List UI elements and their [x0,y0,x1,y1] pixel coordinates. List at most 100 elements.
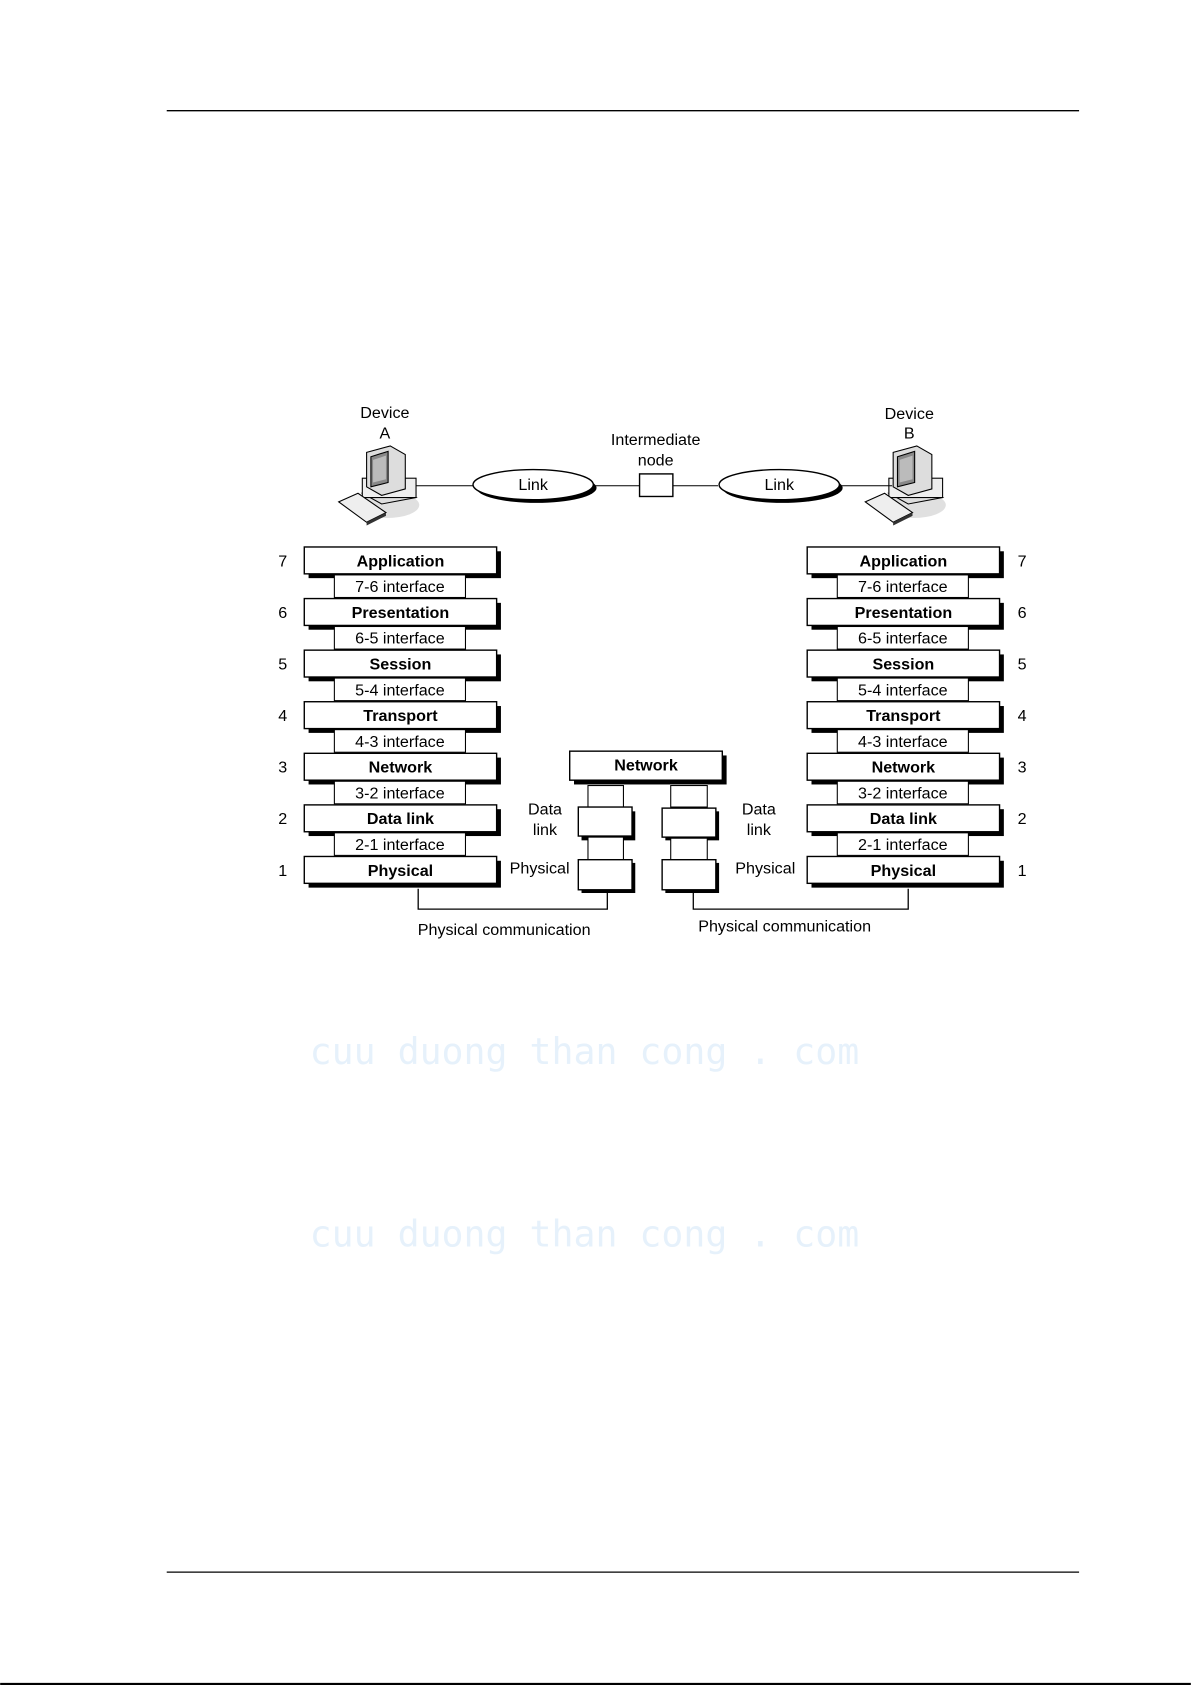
layer-number: 2 [1018,810,1027,828]
layer-number: 1 [1018,862,1027,880]
node-datalink-label: Data [528,801,562,819]
node-datalink-box [577,806,633,837]
layer-number: 7 [278,552,287,570]
layer-label: Transport [866,707,941,725]
physical-communication-label: Physical communication [698,918,871,936]
interface-box [333,574,467,599]
layer-label: Presentation [352,604,450,622]
layer-number: 4 [1018,707,1027,725]
node-datalink-box [661,807,717,838]
layer-box-data-link [806,804,1001,833]
layer-number: 6 [278,604,287,622]
interface-label: 6-5 interface [858,630,948,648]
layer-label: Data link [367,810,434,828]
layer-number: 5 [1018,655,1027,673]
interface-label: 7-6 interface [858,578,948,596]
node-physical-box [577,858,633,891]
layer-label: Session [872,655,934,673]
layer-number: 7 [1018,552,1027,570]
node-network-label: Network [614,757,678,775]
interface-label: 5-4 interface [858,681,948,699]
layer-label: Session [370,655,432,673]
layer-label: Data link [870,810,937,828]
interface-label: 4-3 interface [858,733,948,751]
layer-label: Physical [368,862,433,880]
layer-label: Application [860,552,948,570]
top-network: Device A Device B Intermediate node Link… [337,404,946,526]
intermediate-node-label: node [638,451,674,469]
interface-box [836,574,969,599]
computer-icon [337,445,420,526]
link-ellipse [472,468,595,501]
layer-box-transport [806,701,1001,730]
device-a-label: A [379,424,390,442]
layer-box-physical [806,855,1001,885]
node-physical-label: Physical [735,860,795,878]
layer-label: Presentation [855,604,953,622]
node-network-box [569,750,724,781]
physical-link-right [692,888,909,910]
layer-label: Network [369,759,433,777]
interface-label: 6-5 interface [355,630,445,648]
layer-box-network [806,752,1001,781]
node-physical-label: Physical [510,860,570,878]
node-datalink-label: Data [742,801,776,819]
layer-box-application [303,546,498,575]
interface-box [333,832,467,856]
device-a-label: Device [360,404,409,422]
device-b-label: B [904,424,915,442]
node-datalink-label: link [747,821,772,839]
interface-label: 2-1 interface [858,836,948,854]
layer-box-physical [303,855,498,885]
interface-box [836,677,969,702]
layer-box-network [303,752,498,781]
computer-icon [864,445,946,526]
interface-box [836,729,969,753]
layer-number: 3 [1018,759,1027,777]
layer-box-presentation [806,597,1001,627]
layer-label: Network [872,759,936,777]
layer-label: Physical [871,862,936,880]
layer-box-session [806,649,1001,678]
interface-box [836,625,969,650]
interface-box [333,625,467,650]
layer-number: 1 [278,862,287,880]
layer-box-session [303,649,498,678]
layer-number: 5 [278,655,287,673]
layer-label: Application [357,552,445,570]
device-b-label: Device [885,405,934,423]
node-physical-box [661,858,717,891]
interface-label: 5-4 interface [355,681,445,699]
interface-box [333,780,467,805]
interface-box [333,729,467,753]
interface-box [836,832,969,856]
node-datalink-label: link [533,821,558,839]
layer-number: 3 [278,759,287,777]
layer-box-application [806,546,1001,575]
layer-box-data-link [303,804,498,833]
physical-link-left [417,888,608,910]
interface-box [333,677,467,702]
intermediate-node-box [638,473,674,498]
link-label: Link [518,476,548,494]
layer-number: 4 [278,707,287,725]
interface-box [836,780,969,805]
interface-label: 2-1 interface [355,836,445,854]
watermark: cuu duong than cong . com [310,1213,860,1256]
link-ellipse [718,468,841,501]
interface-label: 3-2 interface [858,784,948,802]
interface-label: 4-3 interface [355,733,445,751]
layer-number: 2 [278,810,287,828]
interface-label: 3-2 interface [355,784,445,802]
layer-box-presentation [303,597,498,627]
physical-communication-label: Physical communication [418,921,591,939]
layer-box-transport [303,701,498,730]
intermediate-node-label: Intermediate [611,431,701,449]
intermediate-stack: Network Data link Data link Physical Phy… [510,750,795,894]
link-label: Link [764,476,794,494]
layer-label: Transport [363,707,438,725]
watermark: cuu duong than cong . com [310,1030,860,1073]
